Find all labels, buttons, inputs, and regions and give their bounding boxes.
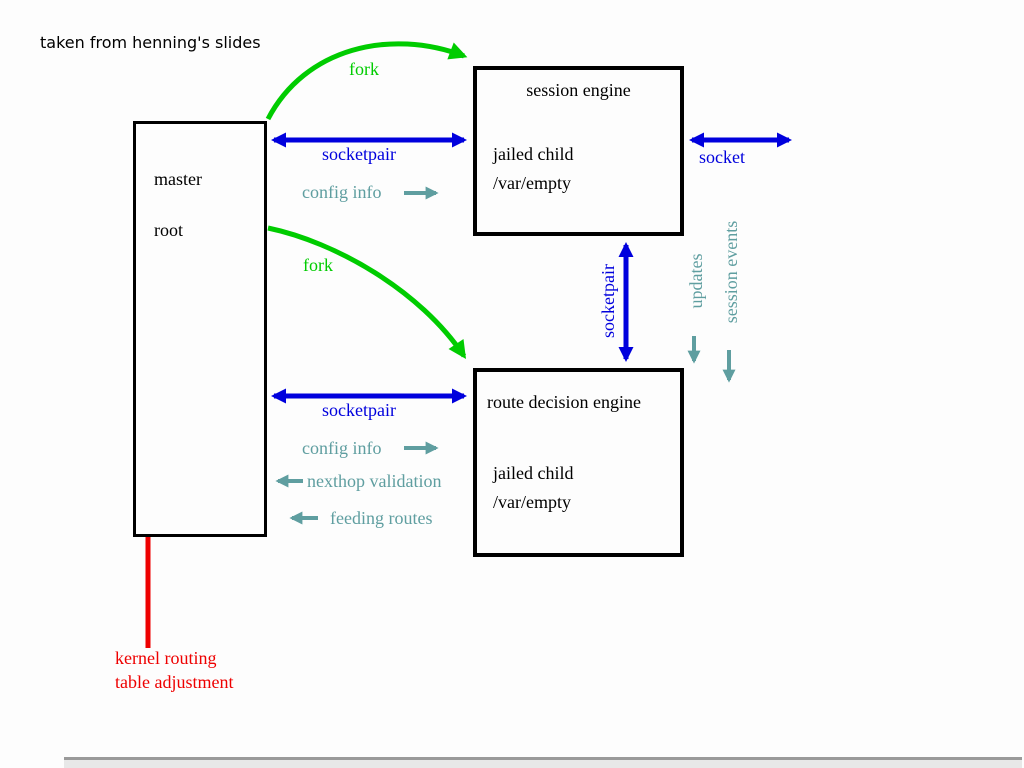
fork-label-bottom: fork	[303, 255, 333, 275]
config-info-label-bottom: config info	[302, 438, 382, 458]
socketpair-label-bottom: socketpair	[322, 400, 396, 420]
root-label: root	[154, 220, 183, 240]
nexthop-validation-label: nexthop validation	[307, 471, 442, 491]
footer-divider	[64, 757, 1022, 760]
session-engine-box: session engine jailed child /var/empty	[473, 66, 684, 236]
rde-jailed-child-label: jailed child	[493, 463, 574, 483]
rde-var-empty-label: /var/empty	[493, 492, 571, 512]
slide-caption: taken from henning's slides	[40, 33, 261, 52]
kernel-routing-label-line1: kernel routing	[115, 648, 217, 668]
session-engine-title: session engine	[526, 80, 631, 100]
master-box: master root	[133, 121, 267, 537]
socketpair-label-top: socketpair	[322, 144, 396, 164]
session-var-empty-label: /var/empty	[493, 173, 571, 193]
fork-arrow-bottom	[267, 225, 467, 359]
session-jailed-child-label: jailed child	[493, 144, 574, 164]
footer-divider-shadow	[64, 760, 1022, 768]
fork-arrow-top	[265, 41, 468, 121]
socketpair-label-vertical: socketpair	[598, 264, 618, 338]
updates-label: updates	[686, 253, 706, 309]
master-label: master	[154, 169, 202, 189]
socket-label: socket	[699, 147, 745, 167]
route-decision-engine-box: route decision engine jailed child /var/…	[473, 368, 684, 557]
config-info-label-top: config info	[302, 182, 382, 202]
session-events-label: session events	[721, 220, 741, 324]
feeding-routes-label: feeding routes	[330, 508, 433, 528]
fork-label-top: fork	[349, 59, 379, 79]
kernel-routing-label-line2: table adjustment	[115, 672, 234, 692]
route-decision-engine-title: route decision engine	[487, 392, 641, 412]
